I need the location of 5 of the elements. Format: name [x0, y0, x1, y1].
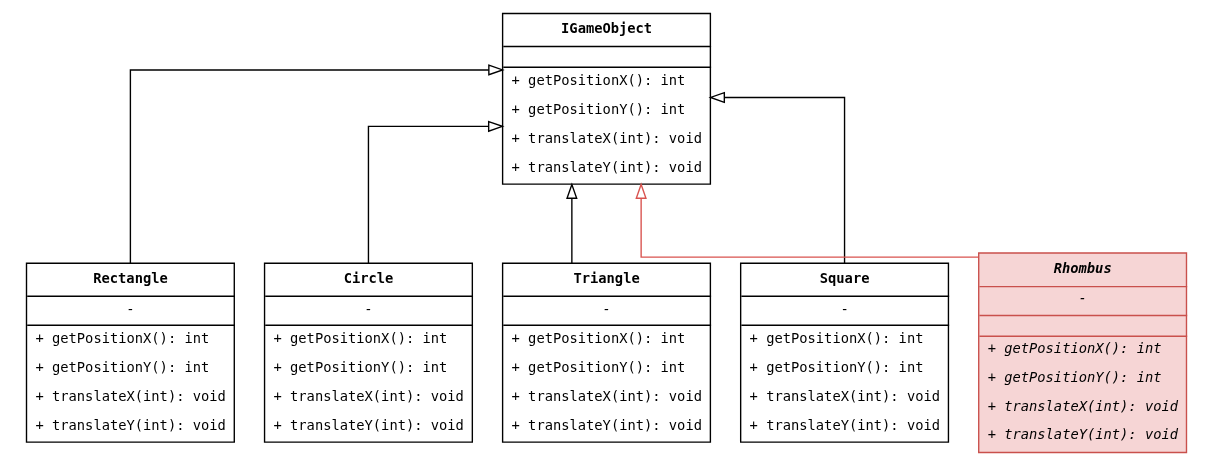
arrow: [635, 182, 980, 258]
arrow: [367, 120, 505, 264]
arrow: [129, 64, 505, 264]
arrow: [566, 182, 578, 264]
arrow: [708, 91, 846, 264]
